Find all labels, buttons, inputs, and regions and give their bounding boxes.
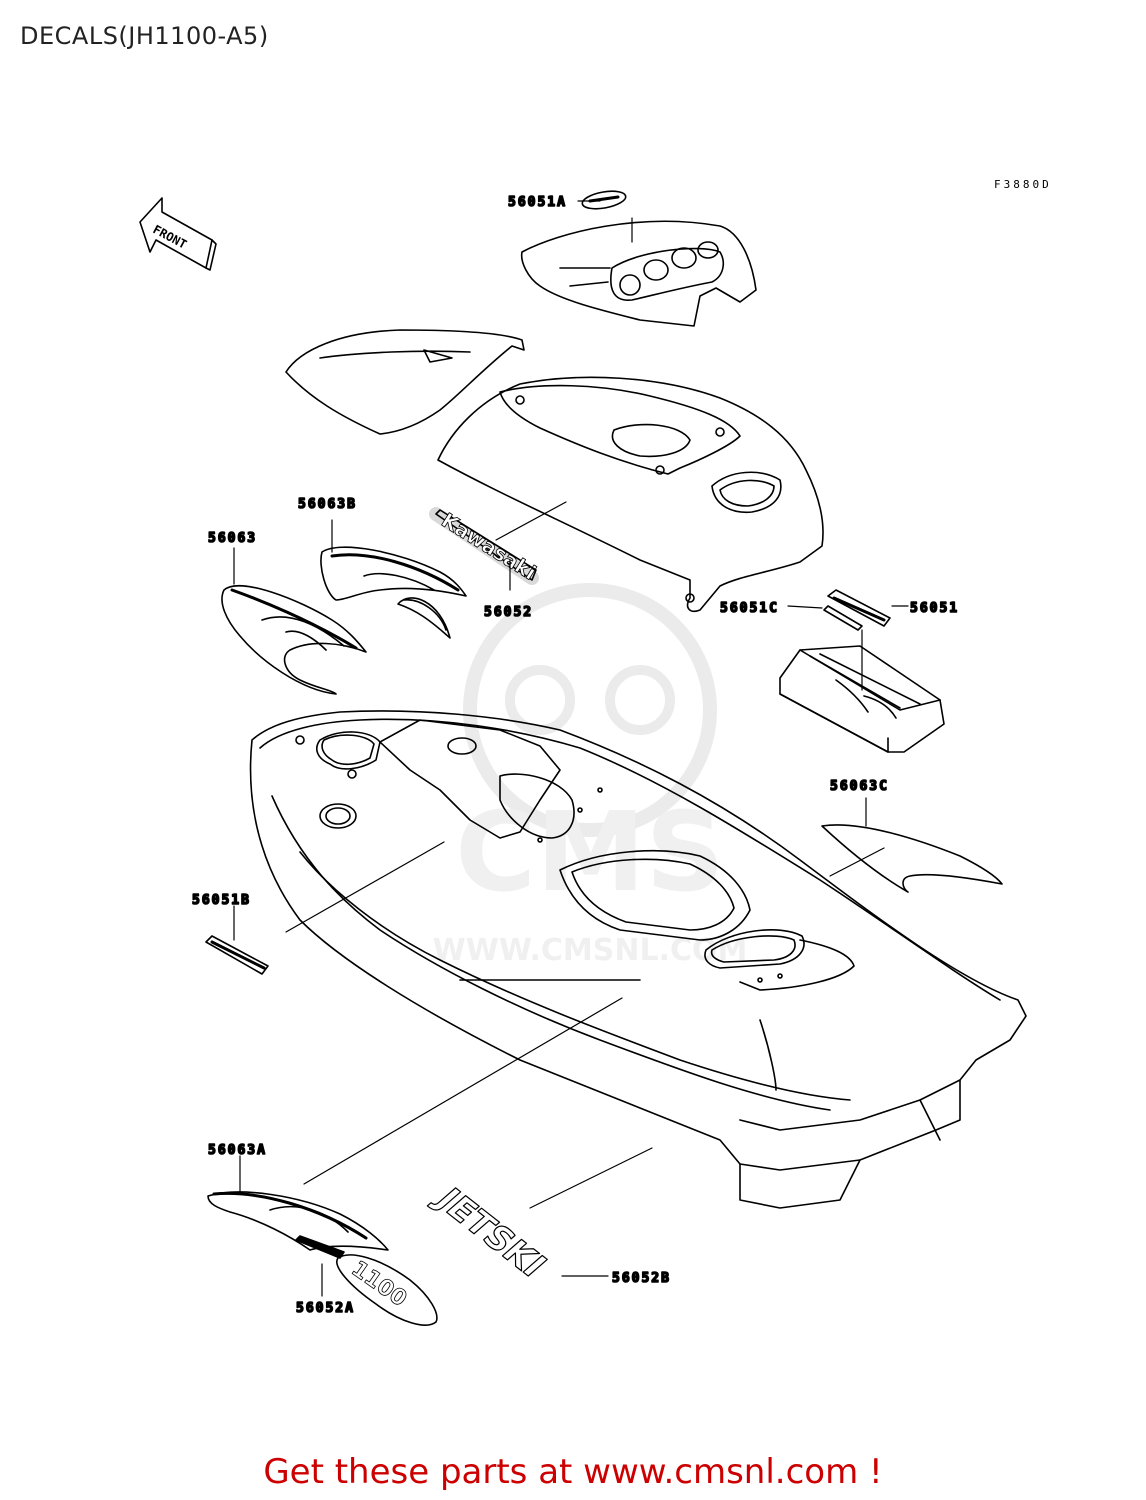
front-arrow-icon: FRONT [139, 197, 217, 271]
decal-stripe-56063A [207, 1191, 389, 1251]
decal-jetski: JETSKI [425, 1175, 552, 1287]
label-56051B: 56051B [192, 893, 251, 908]
storage-box [779, 645, 945, 753]
decal-stripe-56063C [821, 824, 1003, 893]
label-56051A: 56051A [508, 195, 567, 210]
decal-56051 [827, 589, 891, 627]
decal-jetski-text: JETSKI [426, 1176, 552, 1287]
label-56051C: 56051C [720, 601, 779, 616]
page-title: DECALS(JH1100-A5) [20, 22, 269, 50]
label-56063A: 56063A [208, 1143, 267, 1158]
decal-kawasaki: Kawasaki [429, 507, 541, 585]
decal-1100-text: 1100 [347, 1256, 411, 1312]
decal-stripe-56063B [320, 546, 467, 639]
instrument-cover [520, 190, 757, 327]
hood [285, 329, 525, 435]
label-56052A: 56052A [296, 1301, 355, 1316]
label-56063C: 56063C [830, 779, 889, 794]
decal-56051C [823, 605, 863, 631]
decal-stripe-56063 [221, 585, 367, 695]
parts-diagram: FRONT [139, 190, 1027, 1326]
label-56052B: 56052B [612, 1271, 671, 1286]
label-56063B: 56063B [298, 497, 357, 512]
label-56051: 56051 [910, 601, 959, 616]
drawing-code: F3880D [994, 178, 1052, 191]
deck-cover [437, 376, 824, 613]
label-56063: 56063 [208, 531, 257, 546]
label-56052: 56052 [484, 605, 533, 620]
decal-kawasaki-text: Kawasaki [437, 508, 540, 585]
hull [249, 710, 1027, 1209]
footer-link[interactable]: Get these parts at www.cmsnl.com ! [263, 1452, 883, 1492]
decal-56051B [205, 935, 269, 975]
leader-lines [233, 200, 909, 1297]
